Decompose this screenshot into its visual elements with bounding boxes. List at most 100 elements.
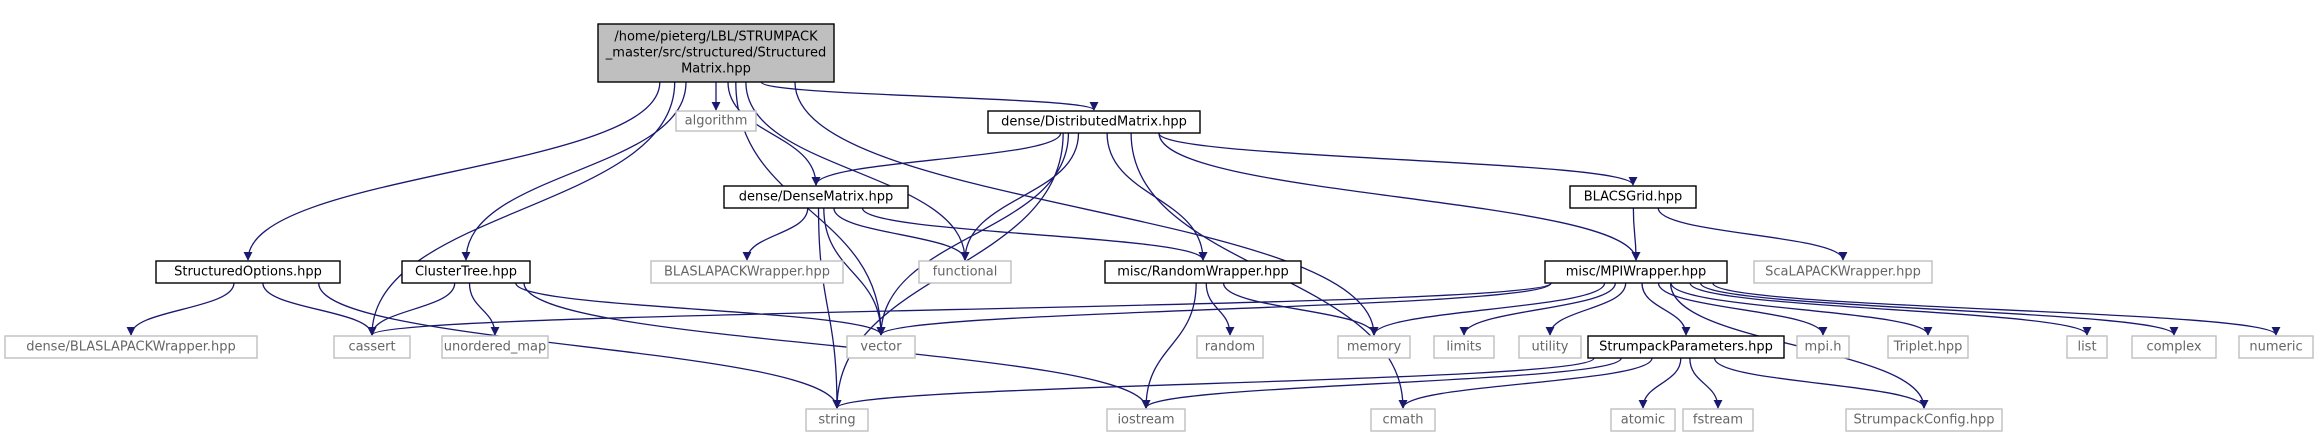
node-limits: limits — [1433, 335, 1495, 359]
edge-distributed-to-mpiwrapper — [1158, 132, 1641, 261]
edge-distributed-to-functional — [960, 132, 1080, 261]
node-label-strumpackparams: StrumpackParameters.hpp — [1599, 340, 1773, 355]
node-mpiwrapper[interactable]: misc/MPIWrapper.hpp — [1544, 260, 1728, 284]
edge-mpiwrapper-to-utility — [1545, 282, 1627, 336]
node-scalapack: ScaLAPACKWrapper.hpp — [1753, 260, 1933, 284]
edge-densematrix-to-randomwrapper — [861, 207, 1208, 261]
node-blaslapack: BLASLAPACKWrapper.hpp — [650, 260, 844, 284]
node-box-clustertree — [401, 260, 531, 284]
edge-strumpackparams-to-strumpackconfig — [1713, 357, 1929, 409]
node-box-mpiwrapper — [1544, 260, 1728, 284]
node-box-densematrix — [723, 185, 909, 209]
node-box-randomwrapper — [1104, 260, 1302, 284]
edge-mpiwrapper-to-memory — [1369, 282, 1606, 336]
node-iostream: iostream — [1106, 408, 1186, 432]
edge-layer — [126, 81, 2281, 409]
node-label-root-line-0: /home/pieterg/LBL/STRUMPACK — [614, 30, 818, 45]
node-root[interactable]: /home/pieterg/LBL/STRUMPACK_master/src/s… — [597, 23, 835, 83]
node-box-blacsgrid — [1569, 185, 1697, 209]
edge-strumpackparams-to-cmath — [1398, 357, 1653, 409]
node-label-cassert: cassert — [348, 340, 395, 355]
node-box-iostream — [1106, 408, 1186, 432]
edge-structopts-to-denseblaslapack — [126, 282, 235, 336]
node-string: string — [805, 408, 869, 432]
edge-distributed-to-blacsgrid — [1158, 132, 1638, 186]
node-numeric: numeric — [2238, 335, 2314, 359]
node-label-limits: limits — [1446, 340, 1482, 355]
node-box-denseblaslapack — [4, 335, 258, 359]
node-vector: vector — [846, 335, 916, 359]
node-label-complex: complex — [2146, 340, 2201, 355]
node-box-scalapack — [1753, 260, 1933, 284]
node-label-random: random — [1205, 340, 1255, 355]
node-clustertree[interactable]: ClusterTree.hpp — [401, 260, 531, 284]
edge-mpiwrapper-to-triplet — [1670, 282, 1933, 336]
node-memory: memory — [1337, 335, 1411, 359]
node-label-clustertree: ClusterTree.hpp — [415, 265, 517, 280]
node-structopts[interactable]: StructuredOptions.hpp — [155, 260, 341, 284]
node-label-iostream: iostream — [1117, 413, 1174, 428]
node-box-unordered_map — [441, 335, 549, 359]
node-unordered_map: unordered_map — [441, 335, 549, 359]
node-label-strumpackconfig: StrumpackConfig.hpp — [1853, 413, 1994, 428]
node-functional: functional — [918, 260, 1012, 284]
edge-densematrix-to-string — [817, 207, 842, 409]
node-label-list: list — [2077, 340, 2096, 355]
node-label-blaslapack: BLASLAPACKWrapper.hpp — [664, 265, 830, 280]
node-blacsgrid[interactable]: BLACSGrid.hpp — [1569, 185, 1697, 209]
node-label-triplet: Triplet.hpp — [1893, 340, 1963, 355]
node-densematrix[interactable]: dense/DenseMatrix.hpp — [723, 185, 909, 209]
edge-strumpackparams-to-atomic — [1638, 357, 1682, 409]
edge-densematrix-to-functional — [833, 207, 970, 261]
node-box-cassert — [333, 335, 411, 359]
node-label-fstream: fstream — [1693, 413, 1743, 428]
node-box-string — [805, 408, 869, 432]
node-algorithm: algorithm — [675, 110, 757, 132]
node-label-cmath: cmath — [1382, 413, 1423, 428]
node-box-blaslapack — [650, 260, 844, 284]
node-strumpackparams[interactable]: StrumpackParameters.hpp — [1587, 335, 1785, 359]
edge-blacsgrid-to-mpiwrapper — [1631, 207, 1641, 261]
edge-mpiwrapper-to-vector — [876, 282, 1552, 336]
edge-mpiwrapper-to-cassert — [367, 282, 1552, 336]
edge-densematrix-to-vector — [823, 207, 886, 336]
edge-mpiwrapper-to-limits — [1459, 282, 1617, 336]
node-denseblaslapack: dense/BLASLAPACKWrapper.hpp — [4, 335, 258, 359]
edge-root-to-memory — [794, 81, 1379, 336]
edge-randomwrapper-to-memory — [1222, 282, 1379, 336]
node-box-complex — [2131, 335, 2217, 359]
node-box-atomic — [1610, 408, 1676, 432]
node-box-vector — [846, 335, 916, 359]
node-label-utility: utility — [1532, 340, 1569, 355]
node-label-scalapack: ScaLAPACKWrapper.hpp — [1765, 265, 1921, 280]
node-box-triplet — [1887, 335, 1969, 359]
node-label-functional: functional — [933, 265, 998, 280]
node-distributed[interactable]: dense/DistributedMatrix.hpp — [987, 110, 1201, 134]
edge-root-to-densematrix — [727, 81, 821, 186]
edge-root-to-distributed — [760, 81, 1099, 111]
node-label-root-line-1: _master/src/structured/Structured — [605, 46, 826, 61]
edge-root-to-functional — [745, 81, 970, 261]
node-layer: /home/pieterg/LBL/STRUMPACK_master/src/s… — [4, 23, 2314, 432]
node-randomwrapper[interactable]: misc/RandomWrapper.hpp — [1104, 260, 1302, 284]
node-label-distributed: dense/DistributedMatrix.hpp — [1001, 115, 1187, 130]
edge-distributed-to-vector — [876, 132, 1070, 336]
node-label-memory: memory — [1347, 340, 1402, 355]
node-atomic: atomic — [1610, 408, 1676, 432]
node-random: random — [1196, 335, 1264, 359]
node-label-algorithm: algorithm — [685, 114, 748, 129]
node-strumpackconfig: StrumpackConfig.hpp — [1845, 408, 2003, 432]
edge-root-to-clustertree — [461, 81, 687, 261]
node-box-mpih — [1796, 335, 1850, 359]
edge-root-to-structopts — [243, 81, 661, 261]
node-box-structopts — [155, 260, 341, 284]
edge-mpiwrapper-to-complex — [1699, 282, 2179, 336]
node-box-random — [1196, 335, 1264, 359]
node-box-strumpackparams — [1587, 335, 1785, 359]
node-label-atomic: atomic — [1621, 413, 1665, 428]
node-label-densematrix: dense/DenseMatrix.hpp — [739, 190, 893, 205]
node-fstream: fstream — [1682, 408, 1754, 432]
edge-strumpackparams-to-string — [832, 357, 1595, 409]
node-box-fstream — [1682, 408, 1754, 432]
